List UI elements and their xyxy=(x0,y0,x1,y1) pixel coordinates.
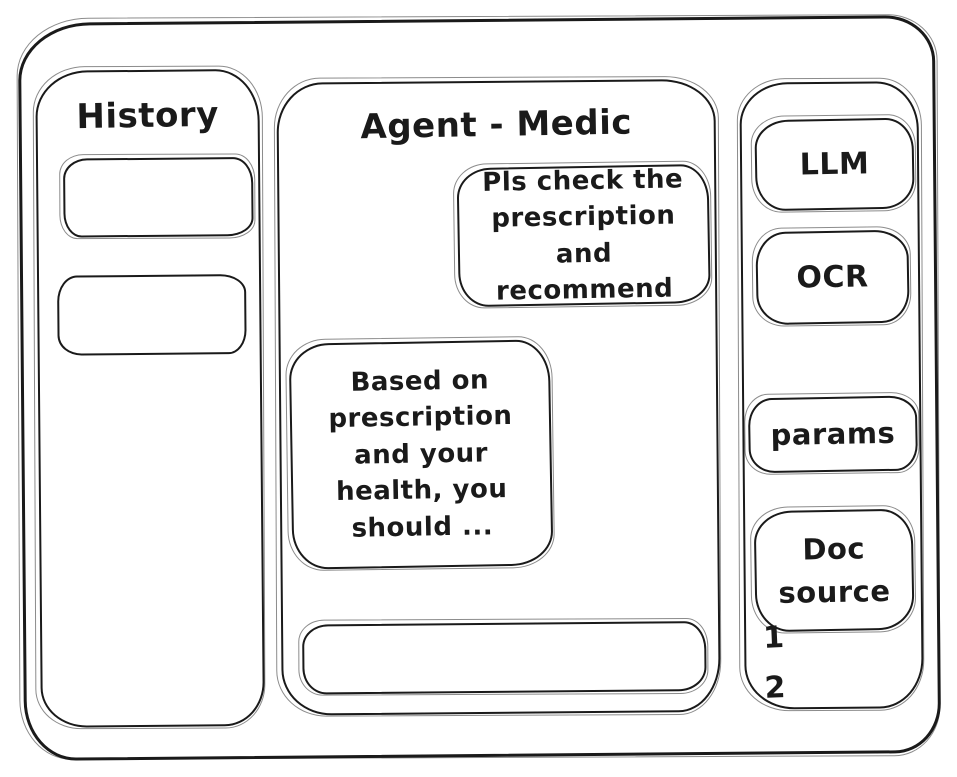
user-message-bubble: Pls check the prescription and recommend xyxy=(456,163,711,308)
llm-button[interactable]: LLM xyxy=(754,117,915,212)
chat-title: Agent - Medic xyxy=(360,102,633,148)
tools-panel: LLM OCR params Doc source 1 2 xyxy=(739,81,924,710)
chat-input[interactable] xyxy=(304,623,705,693)
chat-panel: Agent - Medic Pls check the prescription… xyxy=(276,78,721,716)
agent-message-bubble: Based on prescription and your health, y… xyxy=(288,339,554,570)
chat-input-box[interactable] xyxy=(302,621,707,695)
params-button[interactable]: params xyxy=(747,395,919,474)
doc-source-item-1[interactable]: 1 xyxy=(762,619,786,656)
history-title: History xyxy=(76,94,220,138)
history-item[interactable] xyxy=(57,274,247,356)
history-item[interactable] xyxy=(62,156,254,238)
doc-source-item-2[interactable]: 2 xyxy=(763,669,787,706)
doc-source-button[interactable]: Doc source xyxy=(753,508,915,633)
history-panel: History xyxy=(35,68,265,728)
ocr-button[interactable]: OCR xyxy=(755,229,910,326)
app-window: History Agent - Medic Pls check the pres… xyxy=(17,15,942,761)
